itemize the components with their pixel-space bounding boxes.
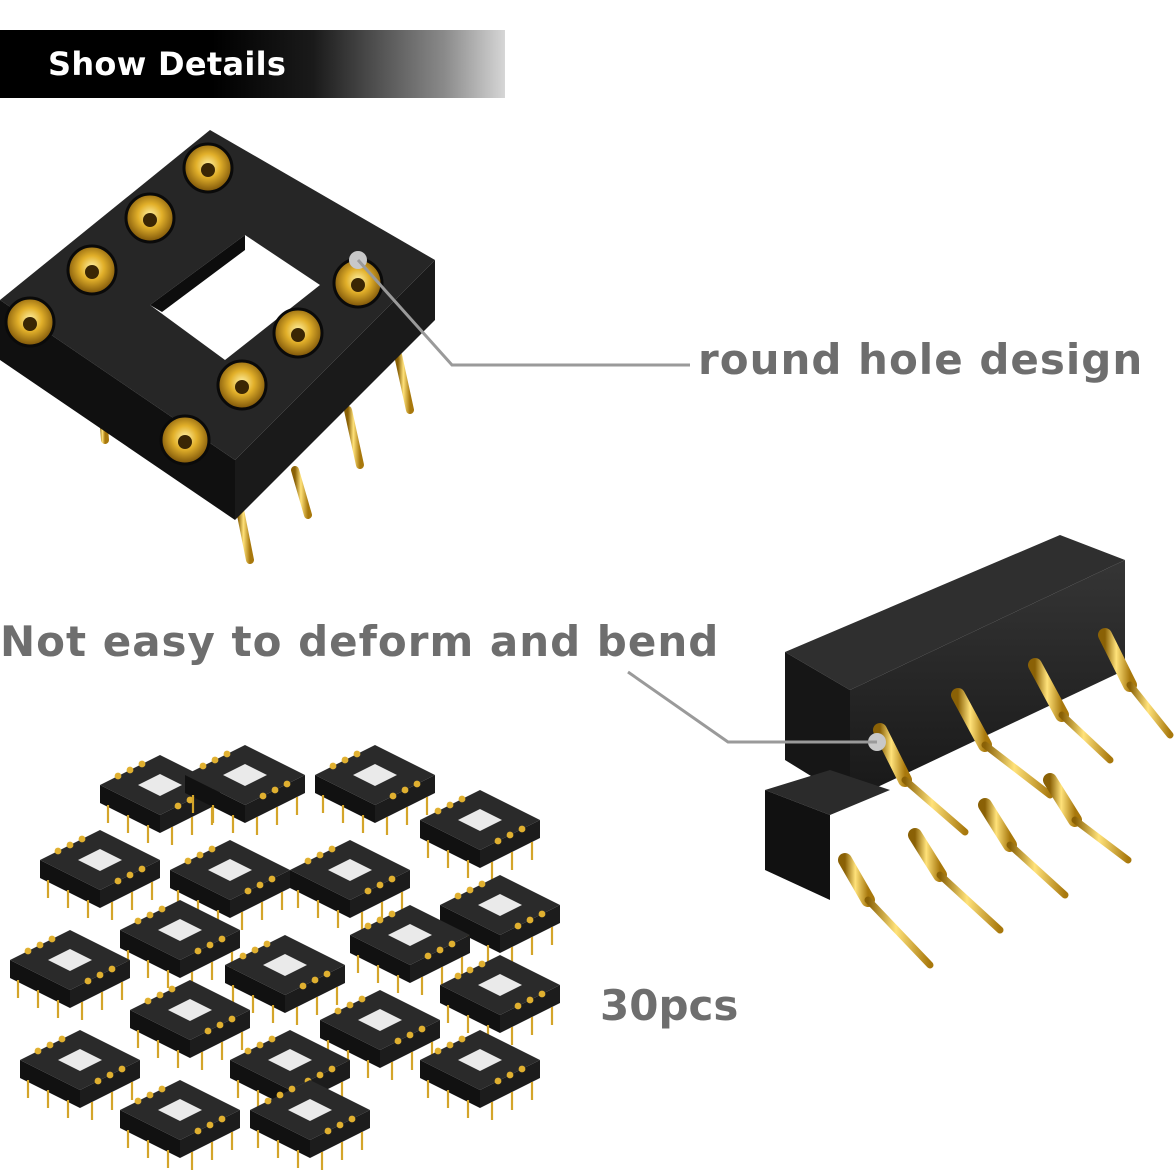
caption-round-hole-design: round hole design xyxy=(698,335,1144,384)
caption-piece-count: 30pcs xyxy=(600,981,739,1030)
round-hole-callout-line xyxy=(349,251,690,367)
dip-socket-side-view xyxy=(765,535,1174,969)
header-banner: Show Details xyxy=(0,30,505,98)
dip-socket-top-view xyxy=(0,130,435,564)
header-title: Show Details xyxy=(48,45,287,83)
caption-not-easy-to-deform: Not easy to deform and bend xyxy=(0,617,720,666)
socket-pile-30pcs xyxy=(8,743,562,1172)
deform-callout-line xyxy=(627,670,886,751)
